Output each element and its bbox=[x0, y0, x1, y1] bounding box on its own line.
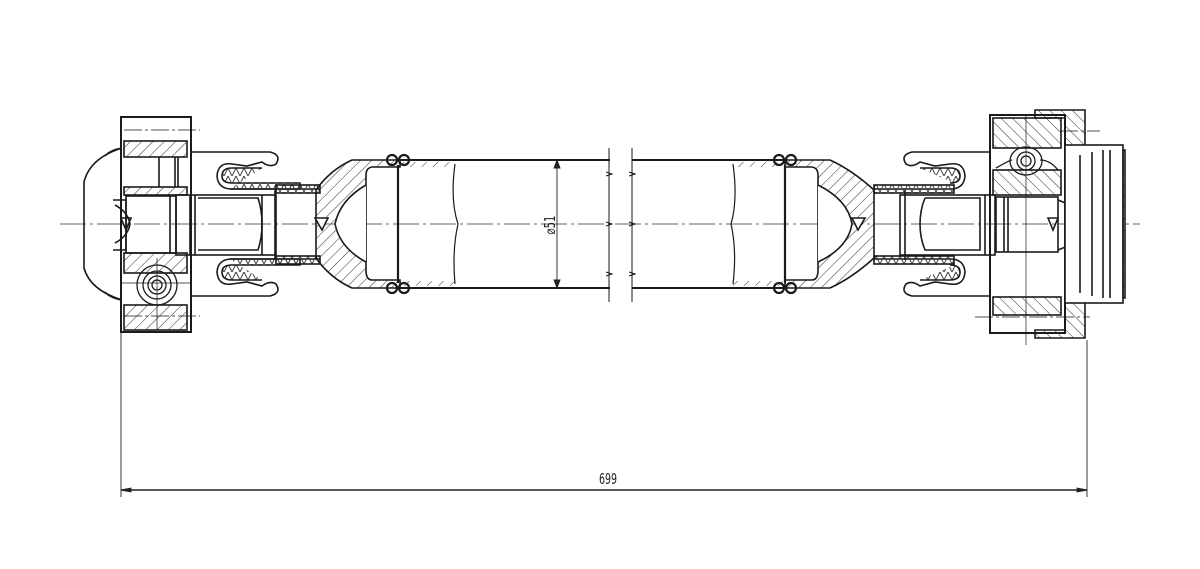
right-flange-coupler bbox=[1034, 109, 1126, 339]
diameter-dimension-line bbox=[553, 158, 561, 290]
left-grease-nipple bbox=[122, 258, 192, 330]
tube-diameter-label: ⌀51 bbox=[541, 215, 559, 235]
overall-length-label: 699 bbox=[598, 470, 618, 488]
tube bbox=[400, 159, 785, 289]
right-tube-weld-yoke bbox=[784, 159, 875, 289]
length-dimension-line bbox=[120, 332, 1088, 497]
left-yoke-cross-section bbox=[113, 116, 200, 333]
tube-break-section bbox=[605, 148, 637, 302]
left-tube-weld-yoke bbox=[313, 159, 401, 289]
right-boot-bellows bbox=[873, 151, 990, 297]
right-inner-shaft bbox=[899, 190, 996, 260]
right-grease-nipple bbox=[995, 146, 1059, 176]
left-inner-shaft bbox=[175, 190, 277, 260]
left-boot-bellows bbox=[191, 151, 321, 297]
